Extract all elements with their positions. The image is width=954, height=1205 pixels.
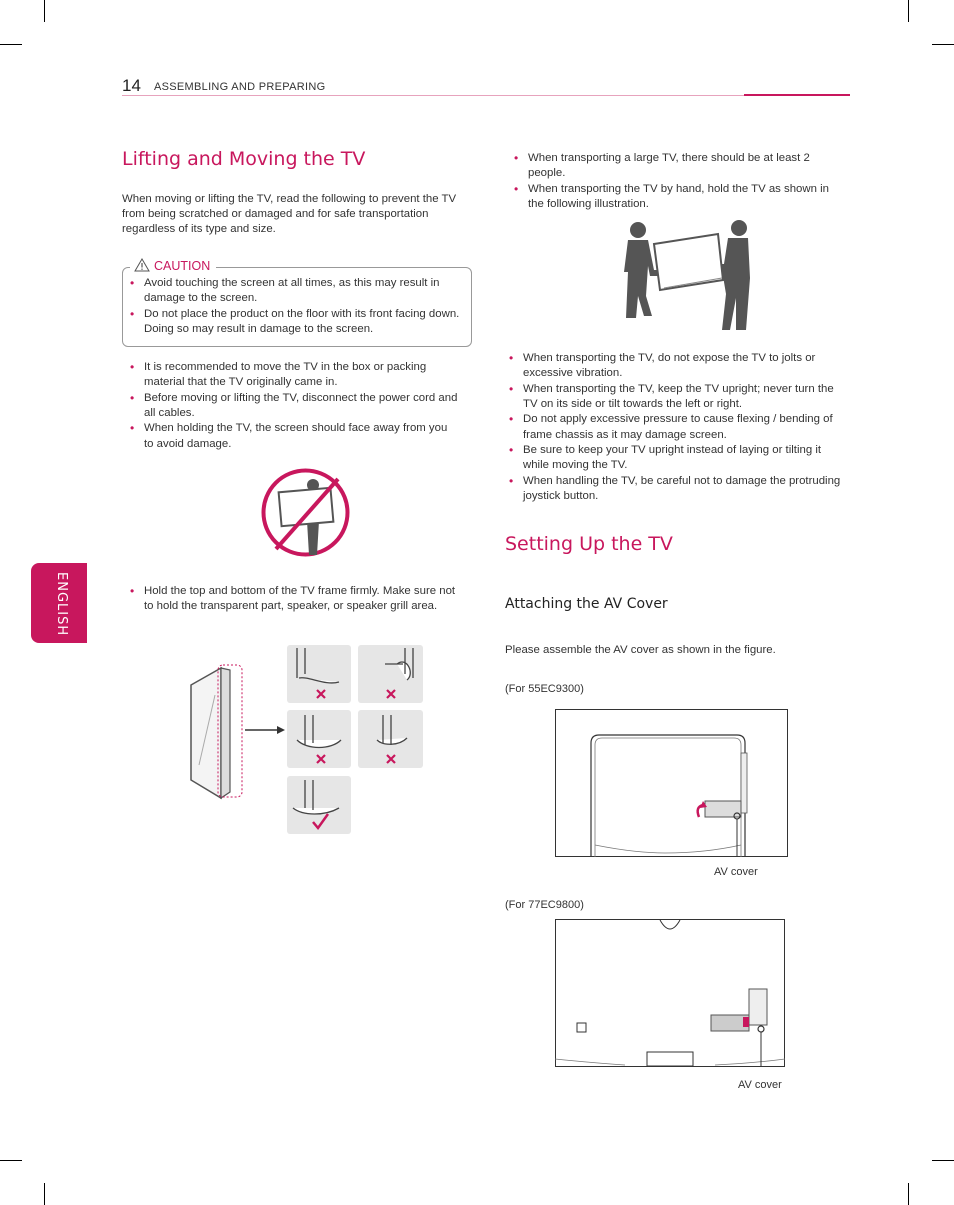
hold-list: Hold the top and bottom of the TV frame … bbox=[123, 584, 463, 615]
av-cover-instruction: Please assemble the AV cover as shown in… bbox=[505, 644, 776, 656]
list-item: When holding the TV, the screen should f… bbox=[123, 421, 458, 451]
section-title-setup: Setting Up the TV bbox=[505, 533, 673, 555]
list-item: When handling the TV, be careful not to … bbox=[502, 474, 847, 504]
av-cover-label-55: AV cover bbox=[714, 866, 758, 878]
caution-label: CAUTION bbox=[154, 259, 211, 273]
list-item: Hold the top and bottom of the TV frame … bbox=[123, 584, 463, 614]
language-tab: ENGLISH bbox=[31, 563, 87, 643]
list-item: When transporting the TV by hand, hold t… bbox=[507, 182, 842, 212]
header-rule-accent bbox=[744, 94, 850, 96]
warning-icon bbox=[134, 258, 150, 272]
section-title-lifting: Lifting and Moving the TV bbox=[122, 148, 366, 170]
crop-mark bbox=[908, 0, 909, 22]
crop-mark bbox=[44, 0, 45, 22]
model-label-55: (For 55EC9300) bbox=[505, 683, 584, 695]
subsection-title-av-cover: Attaching the AV Cover bbox=[505, 596, 668, 612]
av-cover-diagram-55 bbox=[555, 709, 788, 857]
list-item: When transporting a large TV, there shou… bbox=[507, 151, 842, 181]
crop-mark bbox=[932, 1160, 954, 1161]
two-person-carry-illustration bbox=[624, 220, 750, 330]
list-item: Be sure to keep your TV upright instead … bbox=[502, 443, 847, 473]
crop-mark bbox=[908, 1183, 909, 1205]
section-header: ASSEMBLING AND PREPARING bbox=[154, 81, 326, 93]
model-label-77: (For 77EC9800) bbox=[505, 899, 584, 911]
crop-mark bbox=[0, 44, 22, 45]
page-number: 14 bbox=[122, 76, 141, 95]
list-item: Before moving or lifting the TV, disconn… bbox=[123, 391, 458, 421]
crop-mark bbox=[44, 1183, 45, 1205]
do-not-face-screen-illustration bbox=[261, 468, 350, 557]
caution-list: Avoid touching the screen at all times, … bbox=[123, 276, 463, 337]
list-item: When transporting the TV, do not expose … bbox=[502, 351, 847, 381]
language-tab-label: ENGLISH bbox=[54, 572, 69, 637]
av-cover-label-77: AV cover bbox=[738, 1079, 782, 1091]
crop-mark bbox=[932, 44, 954, 45]
crop-mark bbox=[0, 1160, 22, 1161]
list-item: When transporting the TV, keep the TV up… bbox=[502, 382, 847, 412]
list-item: It is recommended to move the TV in the … bbox=[123, 360, 458, 390]
frame-holding-illustration bbox=[190, 645, 423, 834]
list-item: Do not apply excessive pressure to cause… bbox=[502, 412, 847, 442]
av-cover-diagram-77 bbox=[555, 919, 785, 1067]
header-rule bbox=[122, 95, 850, 96]
list-item: Avoid touching the screen at all times, … bbox=[123, 276, 463, 306]
caution-header: CAUTION bbox=[130, 258, 217, 273]
lifting-list: It is recommended to move the TV in the … bbox=[123, 360, 458, 452]
transport-list-top: When transporting a large TV, there shou… bbox=[507, 151, 842, 212]
transport-list-bottom: When transporting the TV, do not expose … bbox=[502, 351, 847, 505]
list-item: Do not place the product on the floor wi… bbox=[123, 307, 463, 337]
lifting-intro: When moving or lifting the TV, read the … bbox=[122, 193, 457, 236]
